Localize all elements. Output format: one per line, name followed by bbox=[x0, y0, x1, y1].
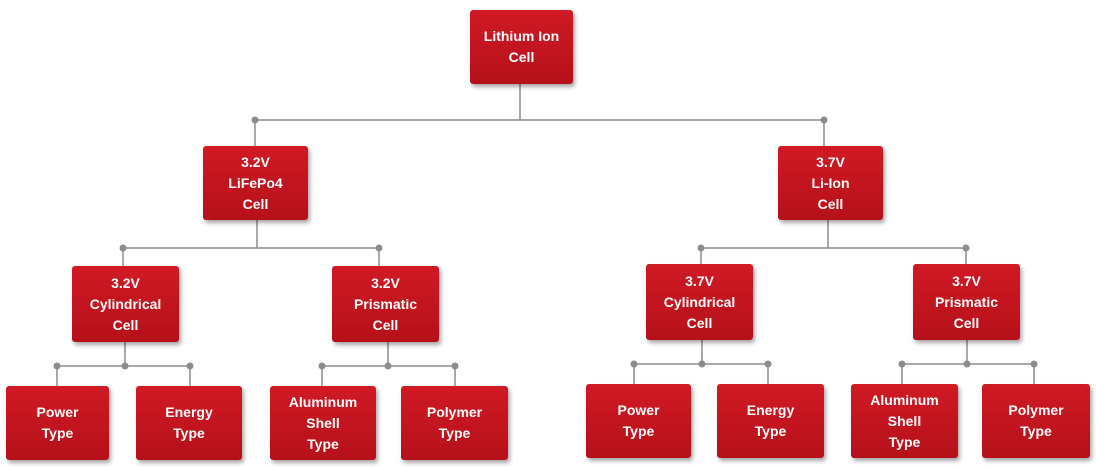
connector-dot bbox=[698, 360, 706, 368]
node-li-cylindrical-cell: 3.7V Cylindrical Cell bbox=[646, 264, 753, 340]
connector-dot bbox=[898, 360, 906, 368]
connector-dot bbox=[962, 244, 970, 252]
connector-dot bbox=[121, 362, 129, 370]
node-li-prismatic-cell: 3.7V Prismatic Cell bbox=[913, 264, 1020, 340]
connector-dot bbox=[384, 362, 392, 370]
connector-dot bbox=[119, 244, 127, 252]
connector-dot bbox=[697, 244, 705, 252]
node-li-cylindrical-energy-type: Energy Type bbox=[717, 384, 824, 458]
connector-dot bbox=[53, 362, 61, 370]
node-lfp-prismatic-aluminum-shell-type: Aluminum Shell Type bbox=[270, 386, 376, 460]
connector-dot bbox=[764, 360, 772, 368]
connector-dot bbox=[186, 362, 194, 370]
connector-dot bbox=[820, 116, 828, 124]
node-lfp-cylindrical-energy-type: Energy Type bbox=[136, 386, 242, 460]
connector-dot bbox=[963, 360, 971, 368]
connector-dot bbox=[318, 362, 326, 370]
node-lfp-cylindrical-power-type: Power Type bbox=[6, 386, 109, 460]
connector-dot bbox=[1030, 360, 1038, 368]
node-lfp-prismatic-polymer-type: Polymer Type bbox=[401, 386, 508, 460]
connector-dot bbox=[375, 244, 383, 252]
connector-dot bbox=[251, 116, 259, 124]
node-li-cylindrical-power-type: Power Type bbox=[586, 384, 691, 458]
node-lifepo4-cell: 3.2V LiFePo4 Cell bbox=[203, 146, 308, 220]
node-li-prismatic-aluminum-shell-type: Aluminum Shell Type bbox=[851, 384, 958, 458]
node-li-ion-cell: 3.7V Li-Ion Cell bbox=[778, 146, 883, 220]
node-lfp-cylindrical-cell: 3.2V Cylindrical Cell bbox=[72, 266, 179, 342]
node-lfp-prismatic-cell: 3.2V Prismatic Cell bbox=[332, 266, 439, 342]
node-li-prismatic-polymer-type: Polymer Type bbox=[982, 384, 1090, 458]
connector-dot bbox=[451, 362, 459, 370]
connector-dot bbox=[630, 360, 638, 368]
node-lithium-ion-cell: Lithium Ion Cell bbox=[470, 10, 573, 84]
